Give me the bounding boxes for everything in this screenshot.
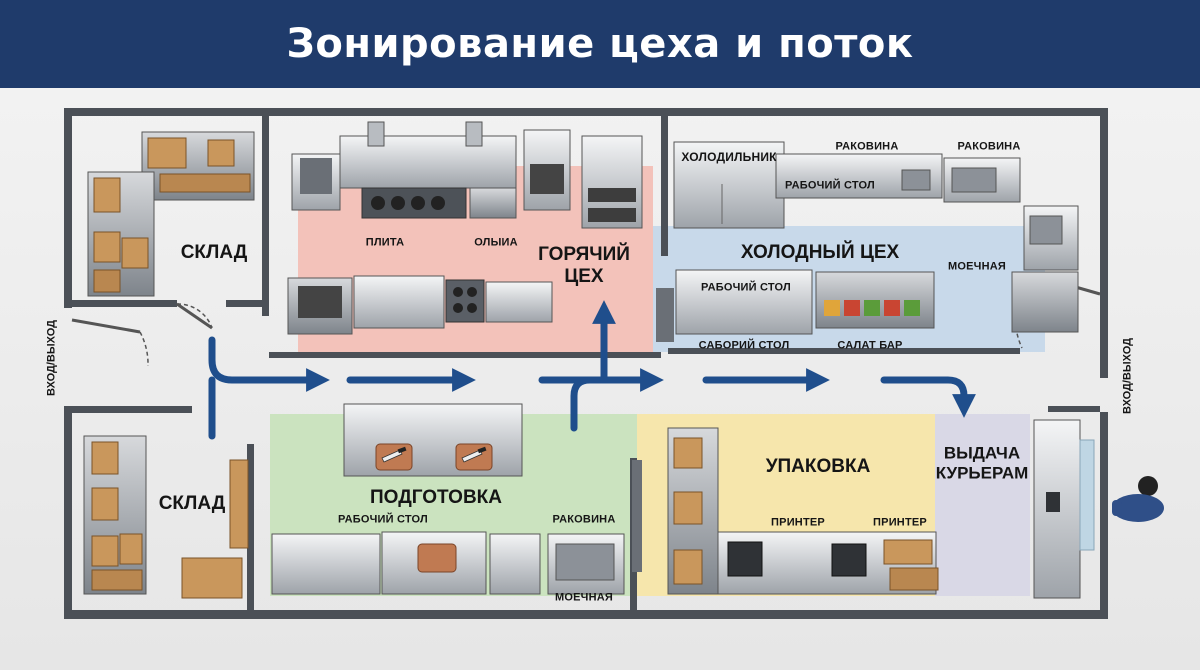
label-salad-bar: САЛАТ БАР [837, 339, 903, 352]
label-sink-cold-1: РАКОВИНА [835, 140, 899, 153]
cold-shop-equipment [656, 141, 1079, 342]
label-dishwash-prep: МОЕЧНАЯ [555, 591, 613, 604]
flow-arrow-icon [880, 376, 976, 418]
zone-label-hot: ГОРЯЧИЙ ЦЕХ [538, 244, 630, 287]
zone-label-storage-top: СКЛАД [180, 242, 248, 264]
pickup-zone [935, 414, 1030, 596]
zone-label-prep: ПОДГОТОВКА [370, 487, 502, 509]
packing-equipment [667, 427, 939, 595]
label-fridge: ХОЛОДИЛЬНИК [681, 150, 777, 165]
knife-icon [381, 446, 407, 463]
zone-label-storage-bottom: СКЛАД [158, 493, 226, 515]
label-printer-2: ПРИНТЕР [873, 516, 927, 529]
label-sink-cold-2: РАКОВИНА [957, 140, 1021, 153]
label-assembly-table: САБОРИЙ СТОЛ [698, 339, 790, 352]
zone-label-packing: УПАКОВКА [765, 456, 871, 478]
label-dishwash-cold: МОЕЧНАЯ [948, 260, 1006, 273]
label-entrance-left: ВХОД/ВЫХОД [45, 320, 58, 396]
title-bar: Зонирование цеха и поток [0, 0, 1200, 88]
label-prep-worktable: РАБОЧИЙ СТОЛ [338, 513, 428, 526]
zone-label-cold: ХОЛОДНЫЙ ЦЕХ [740, 242, 900, 264]
prep-equipment [271, 403, 642, 595]
knife-icon [461, 446, 487, 463]
label-entrance-right: ВХОД/ВЫХОД [1121, 338, 1134, 414]
label-cold-worktable-2: РАБОЧИЙ СТОЛ [701, 281, 791, 294]
label-cold-worktable: РАБОЧИЙ СТОЛ [785, 179, 875, 192]
label-printer-1: ПРИНТЕР [771, 516, 825, 529]
page-title: Зонирование цеха и поток [286, 21, 914, 67]
floor-plan [64, 108, 1164, 619]
label-stove: ПЛИТА [365, 236, 405, 249]
storage-bottom-shelving [83, 435, 249, 599]
courier-person-icon [1112, 476, 1164, 522]
pickup-counter [1033, 419, 1095, 599]
flow-arrow-icon [570, 376, 594, 432]
zone-label-pickup: ВЫДАЧА КУРЬЕРАМ [935, 443, 1029, 482]
flow-arrow-icon [208, 336, 330, 392]
label-prep-sink: РАКОВИНА [552, 513, 616, 526]
label-oven: ОЛЫИА [474, 236, 518, 249]
hot-shop-equipment [287, 121, 643, 335]
flow-arrows [208, 300, 976, 440]
storage-top-shelving [87, 131, 255, 297]
